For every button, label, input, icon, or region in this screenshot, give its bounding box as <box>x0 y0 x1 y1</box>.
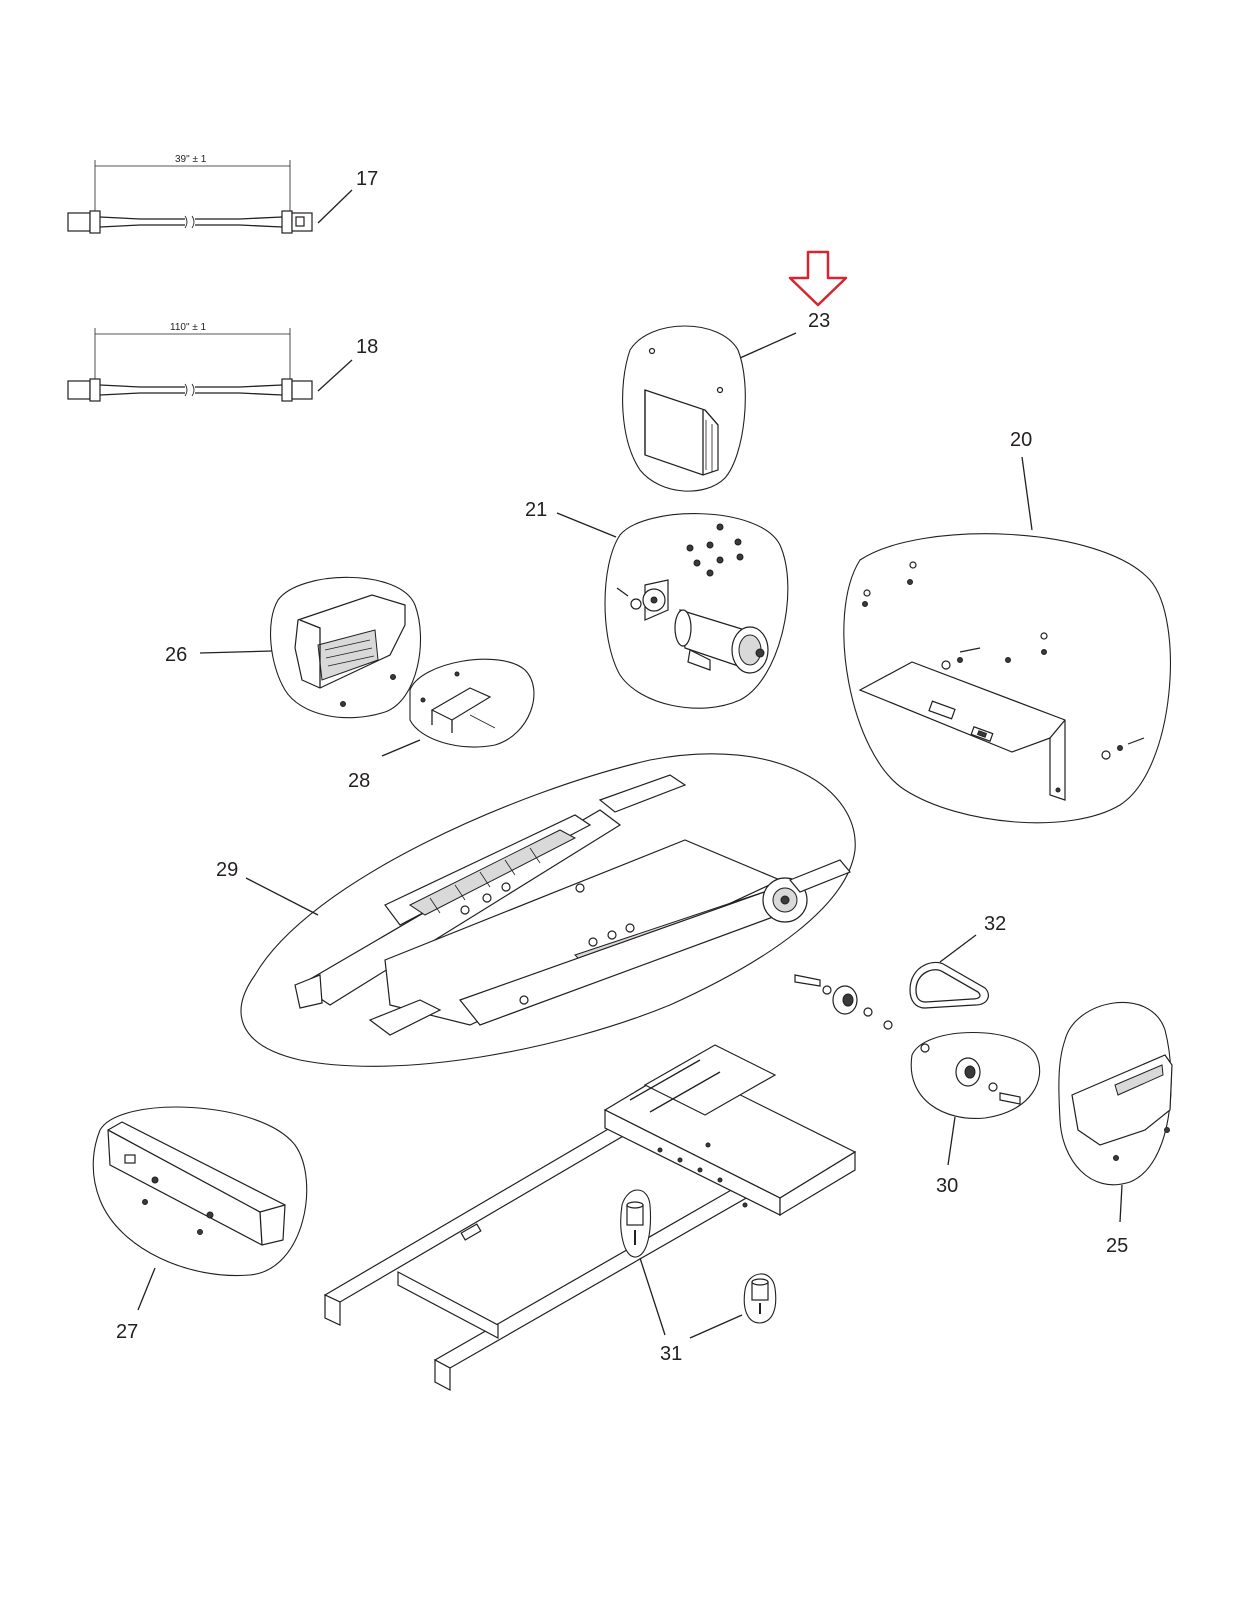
callout-23: 23 <box>808 310 830 332</box>
callout-25: 25 <box>1106 1235 1128 1257</box>
callout-21: 21 <box>525 499 547 521</box>
callout-30: 30 <box>936 1175 958 1197</box>
callout-29: 29 <box>216 859 238 881</box>
callout-32: 32 <box>984 913 1006 935</box>
part-28-bracket[interactable] <box>381 658 535 757</box>
callout-31: 31 <box>660 1343 682 1365</box>
roller-hardware <box>794 974 893 1030</box>
callout-27: 27 <box>116 1321 138 1343</box>
part-31-feet[interactable] <box>620 1189 777 1339</box>
callout-28: 28 <box>348 770 370 792</box>
cable-17[interactable]: 39" ± 1 <box>67 154 353 234</box>
part-21-motor[interactable] <box>556 512 789 709</box>
part-26-hood[interactable] <box>199 576 421 719</box>
cable-17-length-label: 39" ± 1 <box>175 154 207 165</box>
part-30-roller[interactable] <box>910 1032 1041 1166</box>
callout-26: 26 <box>165 644 187 666</box>
part-27-front-cover[interactable] <box>92 1106 308 1311</box>
part-25-cover[interactable] <box>1058 1002 1173 1223</box>
part-29-deck-frame[interactable] <box>240 753 856 1067</box>
callout-20: 20 <box>1010 429 1032 451</box>
callout-17: 17 <box>356 168 378 190</box>
base-frame <box>323 1044 857 1391</box>
callout-18: 18 <box>356 336 378 358</box>
highlight-arrow-icon <box>788 250 848 307</box>
cable-18[interactable]: 110" ± 1 <box>67 322 353 402</box>
cable-18-length-label: 110" ± 1 <box>170 322 207 333</box>
part-32-belt[interactable] <box>909 934 989 1009</box>
part-20-mount-plate[interactable] <box>843 456 1171 824</box>
part-23-controller[interactable] <box>622 325 797 492</box>
